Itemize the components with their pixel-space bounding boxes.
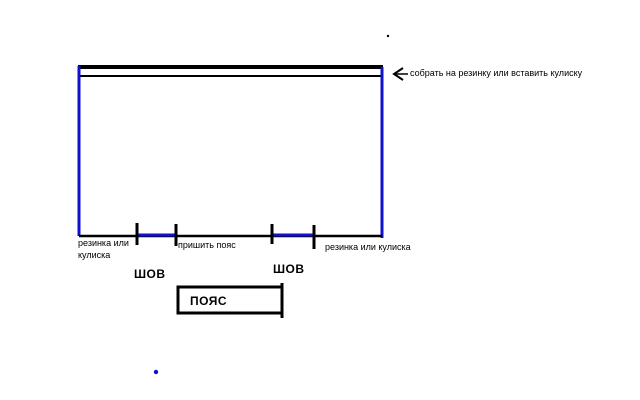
seam-left-label: ШОВ [134,267,166,281]
arrow-icon [392,67,404,81]
gather-note-label: собрать на резинку или вставить кулиску [410,68,583,78]
stray-dot [386,34,390,38]
belt-label: ПОЯС [190,294,228,308]
seam-right-label: ШОВ [273,262,305,276]
right-elastic-label: резинка или кулиска [325,242,411,252]
sew-belt-label: пришить пояс [178,240,236,250]
stray-blue-dot [153,369,159,375]
left-elastic-label-line1: резинка или [78,238,129,248]
left-elastic-label-line2: кулиска [78,250,111,260]
